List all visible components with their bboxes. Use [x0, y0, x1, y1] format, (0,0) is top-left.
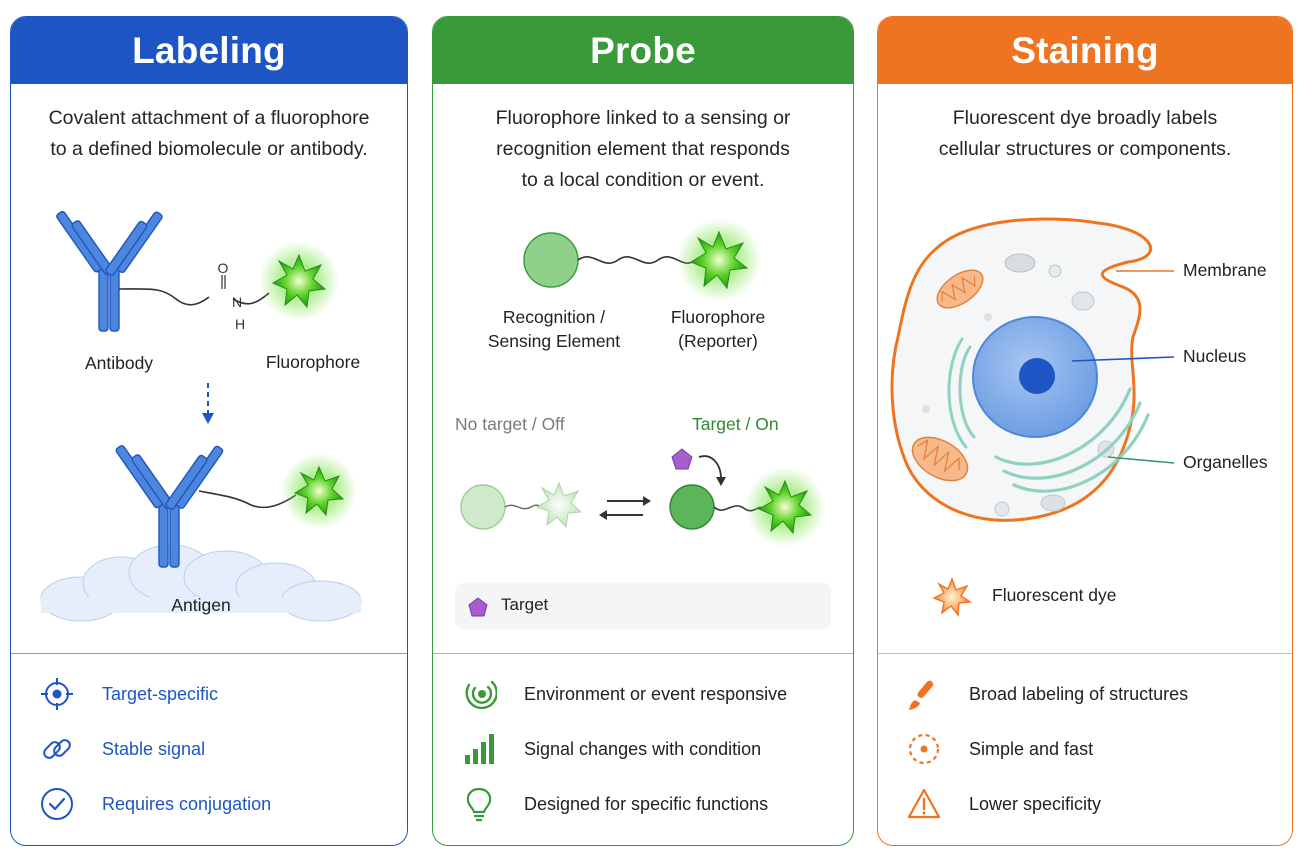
fluorescent-dye-star-icon [932, 577, 973, 617]
feature-target-specific: Target-specific [39, 676, 218, 712]
mitochondrion-top [936, 269, 984, 309]
probe-illustration [460, 218, 825, 547]
staining-panel: Staining Fluorescent dye broadly labels … [877, 16, 1293, 846]
nucleus-leader [1071, 356, 1175, 362]
paintbrush-icon [906, 676, 942, 712]
reporter-star-icon [677, 218, 761, 302]
organelles-leader [1107, 456, 1175, 464]
labeling-illustration: O N H [40, 210, 362, 622]
feature-signal-changes: Signal changes with condition [461, 731, 761, 767]
probe-panel: Probe Fluorophore linked to a sensing or… [432, 16, 854, 846]
antibody-label: Antibody [84, 353, 154, 373]
off-recognition-icon [460, 484, 506, 530]
antigen-cloud [40, 544, 362, 622]
nitrogen-atom: N [232, 294, 242, 310]
organelles-label: Organelles [1183, 452, 1268, 472]
warning-icon [906, 786, 942, 822]
fluorophore-label: Fluorophore [265, 352, 361, 372]
feature-requires-conjugation: Requires conjugation [39, 786, 271, 822]
check-circle-icon [39, 786, 75, 822]
fluorophore-star-icon [259, 241, 339, 321]
feature-stable-signal: Stable signal [39, 731, 205, 767]
golgi-apparatus [994, 387, 1150, 493]
target-pentagon-icon [671, 448, 693, 470]
probe-divider [433, 653, 853, 654]
mitochondrion-bottom [911, 436, 969, 482]
staining-description: Fluorescent dye broadly labels cellular … [938, 107, 1232, 160]
feature-designed-functions: Designed for specific functions [461, 786, 768, 822]
bar-chart-icon [461, 731, 497, 767]
labeling-title: Labeling [11, 17, 407, 84]
nucleus-label: Nucleus [1183, 346, 1247, 366]
labeling-panel: Labeling Covalent attachment of a fluoro… [10, 16, 408, 846]
antibody-icon [56, 210, 163, 332]
cell-illustration [890, 217, 1175, 617]
on-recognition-icon [669, 484, 715, 530]
feature-simple-fast: Simple and fast [906, 731, 1093, 767]
labeling-divider [11, 653, 407, 654]
nucleolus [1019, 358, 1055, 394]
labeling-description: Covalent attachment of a fluorophore to … [48, 107, 370, 160]
target-icon [39, 676, 75, 712]
bound-antibody-icon [115, 445, 224, 568]
signal-waves-icon [461, 676, 497, 712]
lightbulb-icon [461, 786, 497, 822]
staining-divider [878, 653, 1292, 654]
link-icon [39, 731, 75, 767]
membrane-label: Membrane [1183, 260, 1267, 280]
reporter-label: Fluorophore (Reporter) [670, 307, 766, 351]
probe-legend: Target [455, 583, 831, 629]
feature-broad-labeling: Broad labeling of structures [906, 676, 1188, 712]
endoplasmic-reticulum [947, 337, 976, 449]
dotted-circle-icon [906, 731, 942, 767]
probe-description: Fluorophore linked to a sensing or recog… [495, 107, 791, 191]
oxygen-atom: O [218, 260, 229, 276]
off-state-label: No target / Off [455, 414, 565, 434]
recognition-label: Recognition / Sensing Element [487, 307, 621, 351]
antigen-label: Antigen [171, 595, 231, 615]
off-star-icon [535, 481, 583, 529]
arrow-down-icon [202, 413, 214, 424]
on-state-label: Target / On [692, 414, 779, 434]
feature-environment-responsive: Environment or event responsive [461, 676, 787, 712]
fluorescent-dye-label: Fluorescent dye [992, 585, 1117, 605]
legend-target-icon [468, 597, 488, 617]
hydrogen-atom: H [235, 316, 245, 332]
legend-target-label: Target [501, 595, 549, 614]
bound-fluorophore-star-icon [281, 453, 357, 529]
on-star-icon [745, 467, 825, 547]
staining-title: Staining [878, 17, 1292, 84]
feature-lower-specificity: Lower specificity [906, 786, 1101, 822]
recognition-element-icon [523, 232, 579, 288]
equilibrium-arrows-icon [599, 496, 651, 520]
probe-title: Probe [433, 17, 853, 84]
